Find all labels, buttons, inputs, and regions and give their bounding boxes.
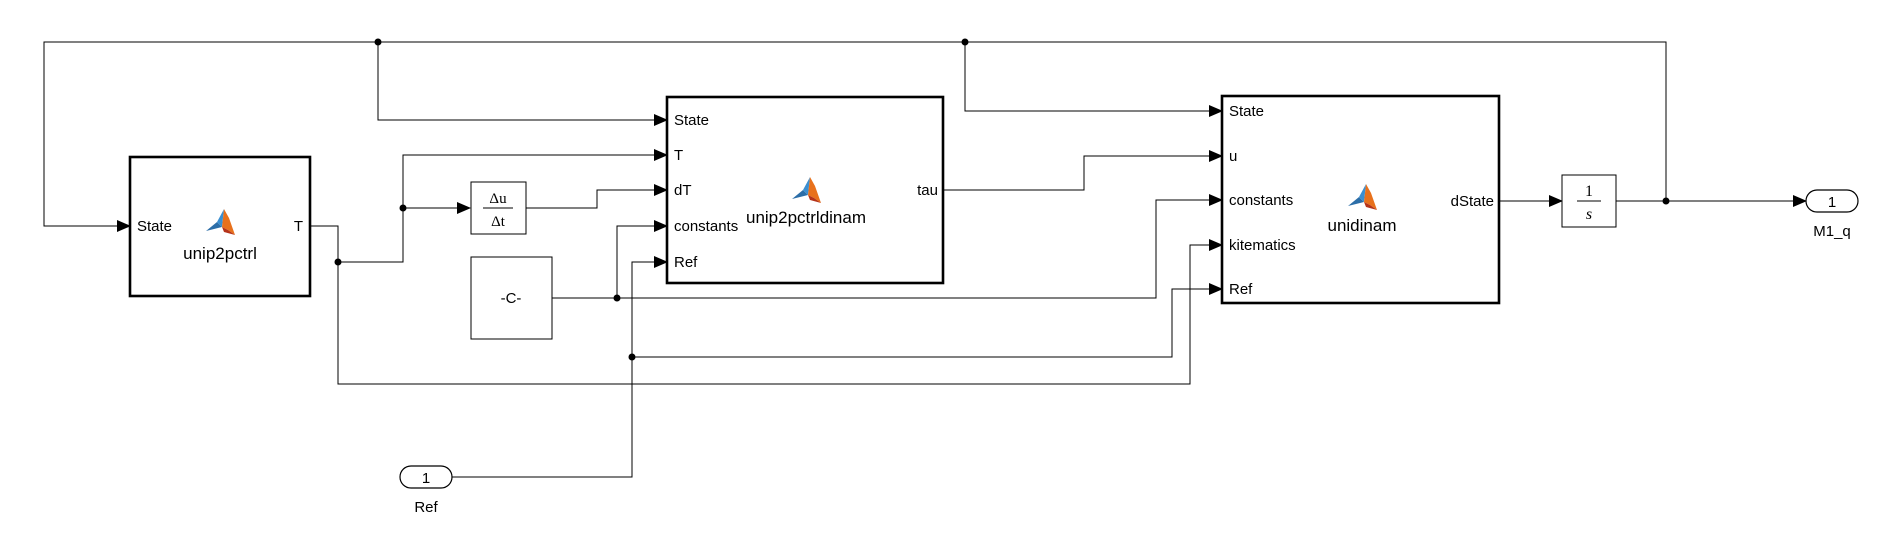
block-integrator[interactable]: 1 s: [1561, 174, 1617, 228]
port-label-t: T: [294, 218, 303, 235]
port-label-state: State: [137, 218, 172, 235]
port-label-u: u: [1229, 148, 1237, 165]
block-unip2pctrldinam[interactable]: State T dT constants Ref tau unip2pctrld…: [665, 95, 945, 285]
port-label-kitematics: kitematics: [1229, 237, 1296, 254]
block-unip2pctrl[interactable]: State T unip2pctrl: [128, 155, 312, 298]
block-unidinam[interactable]: State u constants kitematics Ref dState …: [1220, 94, 1501, 305]
block-name: unip2pctrl: [183, 244, 257, 263]
constant-label: -C-: [501, 290, 522, 307]
wire-constant-out[interactable]: [552, 194, 1223, 299]
derivative-numerator: Δu: [489, 191, 507, 207]
port-label-t: T: [674, 147, 683, 164]
wire-tau-to-u[interactable]: [943, 150, 1223, 191]
port-label-state: State: [674, 112, 709, 129]
wire-t-to-kitematics[interactable]: [337, 239, 1223, 385]
derivative-denominator: Δt: [491, 214, 506, 230]
block-name: unidinam: [1328, 216, 1397, 235]
outport-m1-q[interactable]: 1 M1_q: [1805, 189, 1859, 240]
wire-constant-to-ctrldinam[interactable]: [616, 220, 668, 298]
block-name: unip2pctrldinam: [746, 208, 866, 227]
port-label-constants: constants: [1229, 192, 1293, 209]
port-label-state: State: [1229, 103, 1264, 120]
wire-t-out[interactable]: [310, 149, 668, 263]
integrator-numerator: 1: [1585, 183, 1593, 200]
outport-name: M1_q: [1813, 223, 1851, 240]
port-label-dt: dT: [674, 182, 692, 199]
branch-point: [961, 38, 969, 46]
branch-point: [399, 204, 407, 212]
branch-point: [628, 353, 636, 361]
port-label-dstate: dState: [1451, 193, 1494, 210]
port-label-ref: Ref: [674, 254, 698, 271]
block-derivative[interactable]: Δu Δt: [470, 181, 527, 235]
wire-state-to-unidinam[interactable]: [964, 42, 1223, 117]
wire-derivative-to-dT[interactable]: [526, 184, 668, 209]
integrator-denominator: s: [1586, 206, 1592, 223]
signal-wires: [43, 41, 1807, 478]
inport-number: 1: [422, 470, 430, 487]
port-label-constants: constants: [674, 218, 738, 235]
wire-state-feedback-top[interactable]: [43, 41, 1667, 232]
wire-state-to-ctrldinam[interactable]: [377, 42, 668, 126]
inport-ref[interactable]: 1 Ref: [399, 465, 453, 516]
port-label-tau: tau: [917, 182, 938, 199]
port-label-ref: Ref: [1229, 281, 1253, 298]
branch-point: [374, 38, 382, 46]
inport-name: Ref: [414, 499, 438, 516]
branch-point: [613, 294, 621, 302]
wire-ref-in[interactable]: [452, 256, 668, 478]
branch-point: [1662, 197, 1670, 205]
block-constant[interactable]: -C-: [470, 256, 553, 340]
wire-ref-to-unidinam[interactable]: [632, 283, 1223, 358]
branch-points: [334, 38, 1670, 361]
branch-point: [334, 258, 342, 266]
outport-number: 1: [1828, 194, 1836, 211]
